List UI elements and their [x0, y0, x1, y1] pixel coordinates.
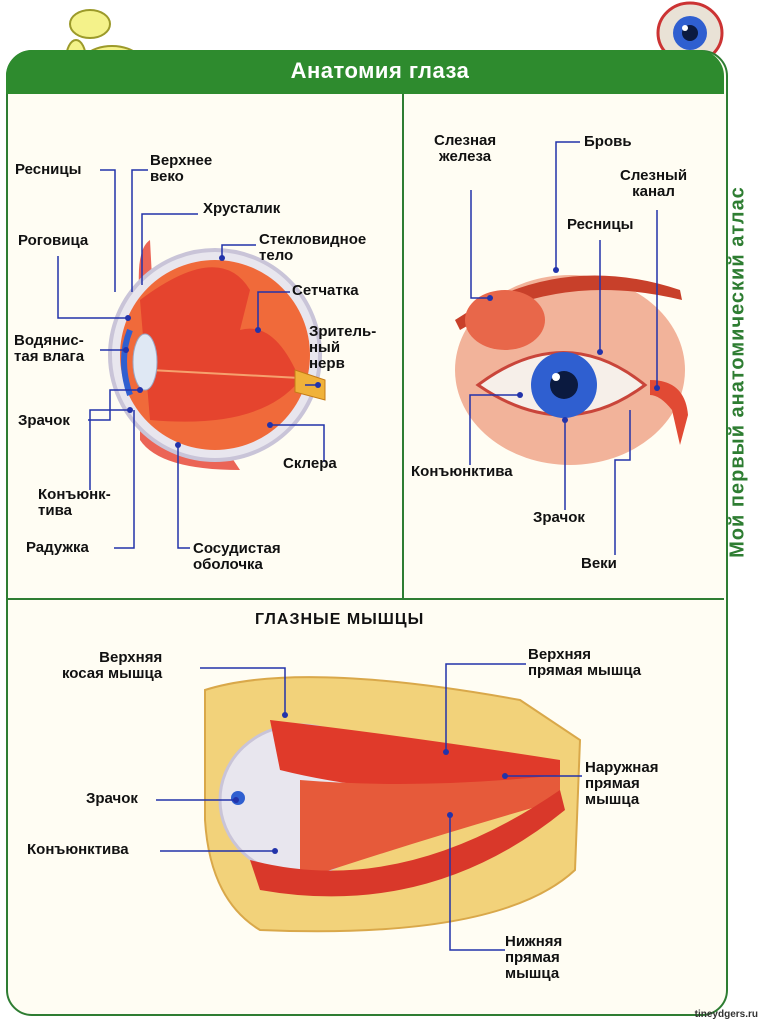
panel-divider-vertical: [402, 94, 404, 598]
label-conjunctiva-muscles: Конъюнктива: [27, 841, 129, 858]
label-eyelids: Веки: [581, 555, 617, 572]
page-title: Анатомия глаза: [290, 58, 470, 83]
label-lacrimal-gland: Слезная железа: [434, 132, 497, 165]
eye-muscles: [204, 676, 582, 933]
panel-divider-horizontal: [6, 598, 724, 600]
label-eyelashes: Ресницы: [15, 161, 82, 178]
external-eye: [455, 275, 688, 465]
label-optic-nerve: Зритель- ный нерв: [309, 323, 377, 372]
label-eyelashes-external: Ресницы: [567, 216, 634, 233]
label-lateral-rectus: Наружная прямая мышца: [585, 759, 659, 808]
label-aqueous: Водянис- тая влага: [14, 332, 85, 365]
label-lens: Хрусталик: [203, 200, 281, 217]
leader-lines: [57, 141, 658, 951]
eye-logo-icon: [656, 1, 724, 65]
label-eyebrow: Бровь: [584, 133, 632, 150]
eye-cross-section: [108, 240, 326, 470]
label-upper-eyelid: Верхнее веко: [150, 152, 213, 185]
label-cornea: Роговица: [18, 232, 89, 249]
label-superior-oblique: Верхняя косая мышца: [62, 649, 163, 682]
label-retina: Сетчатка: [292, 282, 359, 299]
label-inferior-rectus: Нижняя прямая мышца: [505, 933, 563, 982]
label-conjunctiva-external: Конъюнктива: [411, 463, 513, 480]
leader-dots: [123, 255, 660, 854]
label-pupil-external: Зрачок: [533, 509, 585, 526]
label-pupil-muscles: Зрачок: [86, 790, 138, 807]
label-sclera: Склера: [283, 455, 337, 472]
label-iris: Радужка: [26, 539, 89, 556]
muscles-section-title: ГЛАЗНЫЕ МЫШЦЫ: [255, 611, 425, 628]
label-conjunctiva-section: Конъюнк- тива: [38, 486, 111, 519]
label-pupil-section: Зрачок: [18, 412, 70, 429]
label-vitreous: Стекловидное тело: [259, 231, 367, 264]
label-lacrimal-canal: Слезный канал: [620, 167, 688, 200]
title-banner: [6, 50, 724, 94]
label-superior-rectus: Верхняя прямая мышца: [528, 646, 642, 679]
label-choroid: Сосудистая оболочка: [193, 540, 281, 573]
watermark: tineydgers.ru: [694, 1009, 758, 1020]
